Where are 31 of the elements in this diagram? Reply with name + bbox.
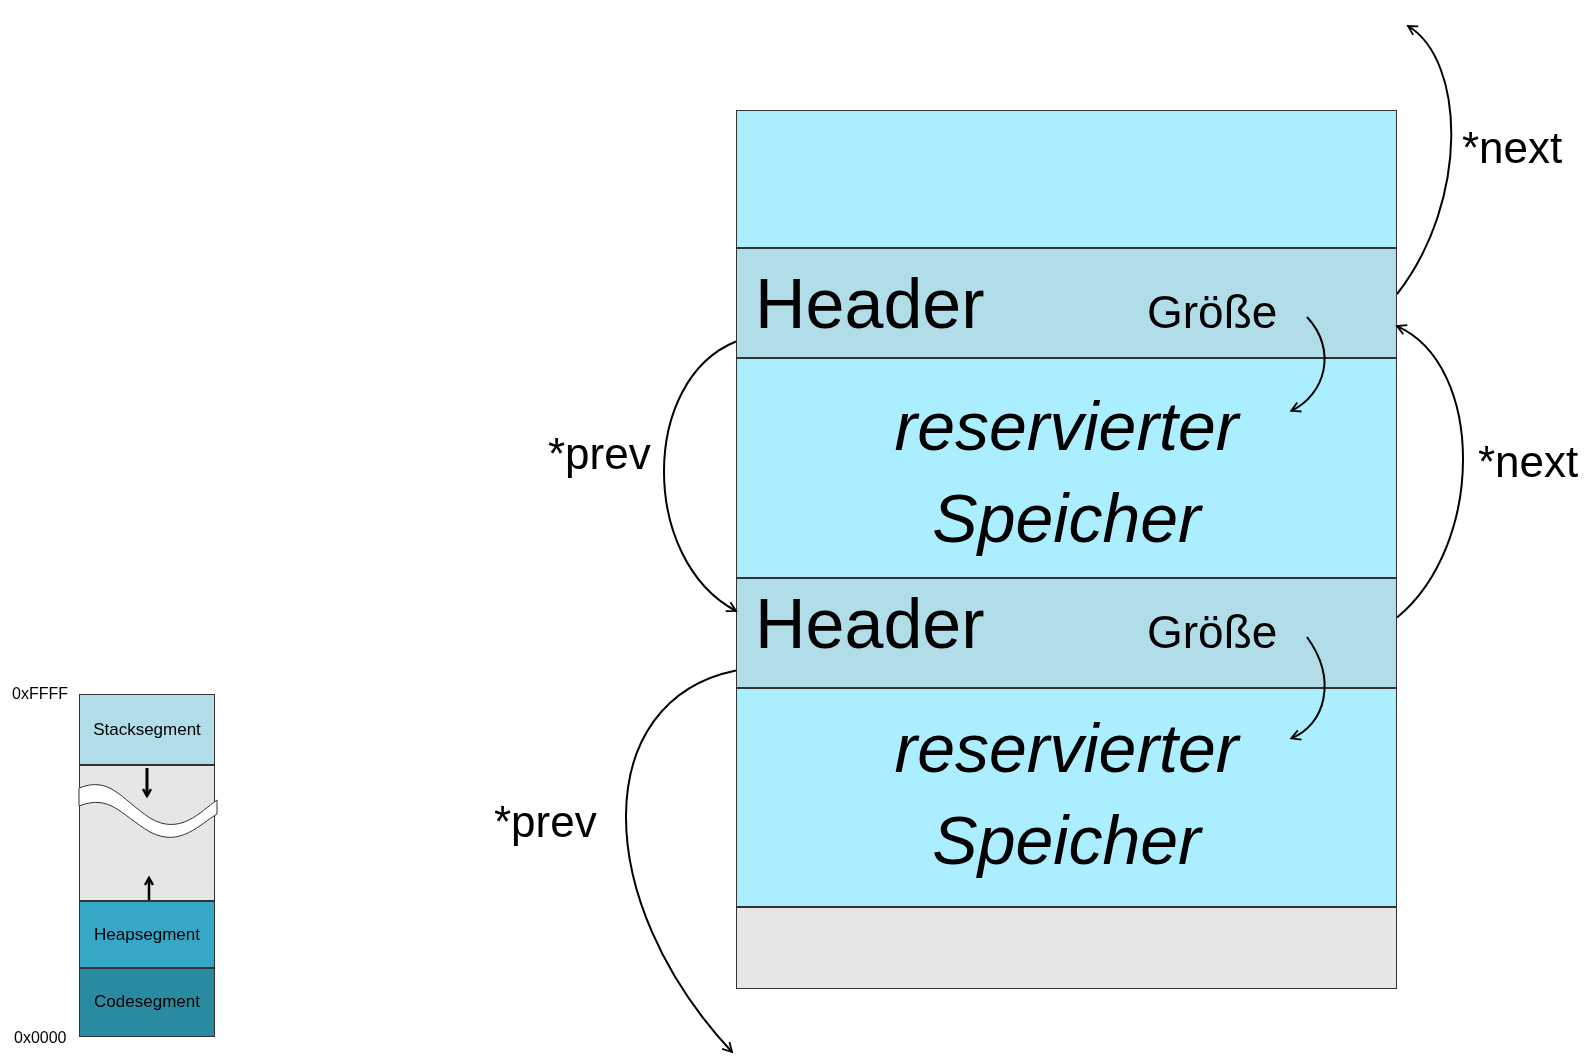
edge-label: *next: [1462, 126, 1563, 170]
curved-arrow: [1396, 325, 1464, 619]
memory-block: [736, 110, 1397, 248]
code-segment: [79, 968, 215, 1037]
size-field: Größe: [1147, 287, 1307, 337]
curved-arrow: [663, 340, 737, 612]
heap-segment: [79, 901, 215, 968]
edge-label: *prev: [548, 432, 651, 476]
segment-label: Heapsegment: [93, 926, 201, 943]
segment-label: Codesegment: [93, 993, 201, 1010]
block-label: reservierter Speicher: [893, 387, 1242, 558]
curved-arrow: [1396, 25, 1453, 296]
address-label: 0x0000: [14, 1030, 67, 1046]
header-band: [736, 578, 1397, 688]
size-field: Größe: [1147, 607, 1307, 657]
free-memory-block: [736, 907, 1397, 989]
reserved-memory-block: [736, 358, 1397, 578]
header-label: Header: [755, 589, 985, 659]
stack-segment: [79, 694, 215, 765]
curved-arrow: [625, 669, 737, 1053]
reserved-memory-block: [736, 688, 1397, 907]
header-band: [736, 248, 1397, 358]
edge-label: *next: [1478, 440, 1579, 484]
header-label: Header: [755, 269, 985, 339]
curved-arrow: [1290, 636, 1326, 740]
segment-label: Stacksegment: [92, 721, 202, 738]
edge-label: *prev: [494, 800, 597, 844]
curved-arrow: [1290, 316, 1326, 412]
block-label: reservierter Speicher: [893, 709, 1242, 880]
free-segment: [79, 765, 215, 901]
address-label: 0xFFFF: [12, 686, 68, 702]
